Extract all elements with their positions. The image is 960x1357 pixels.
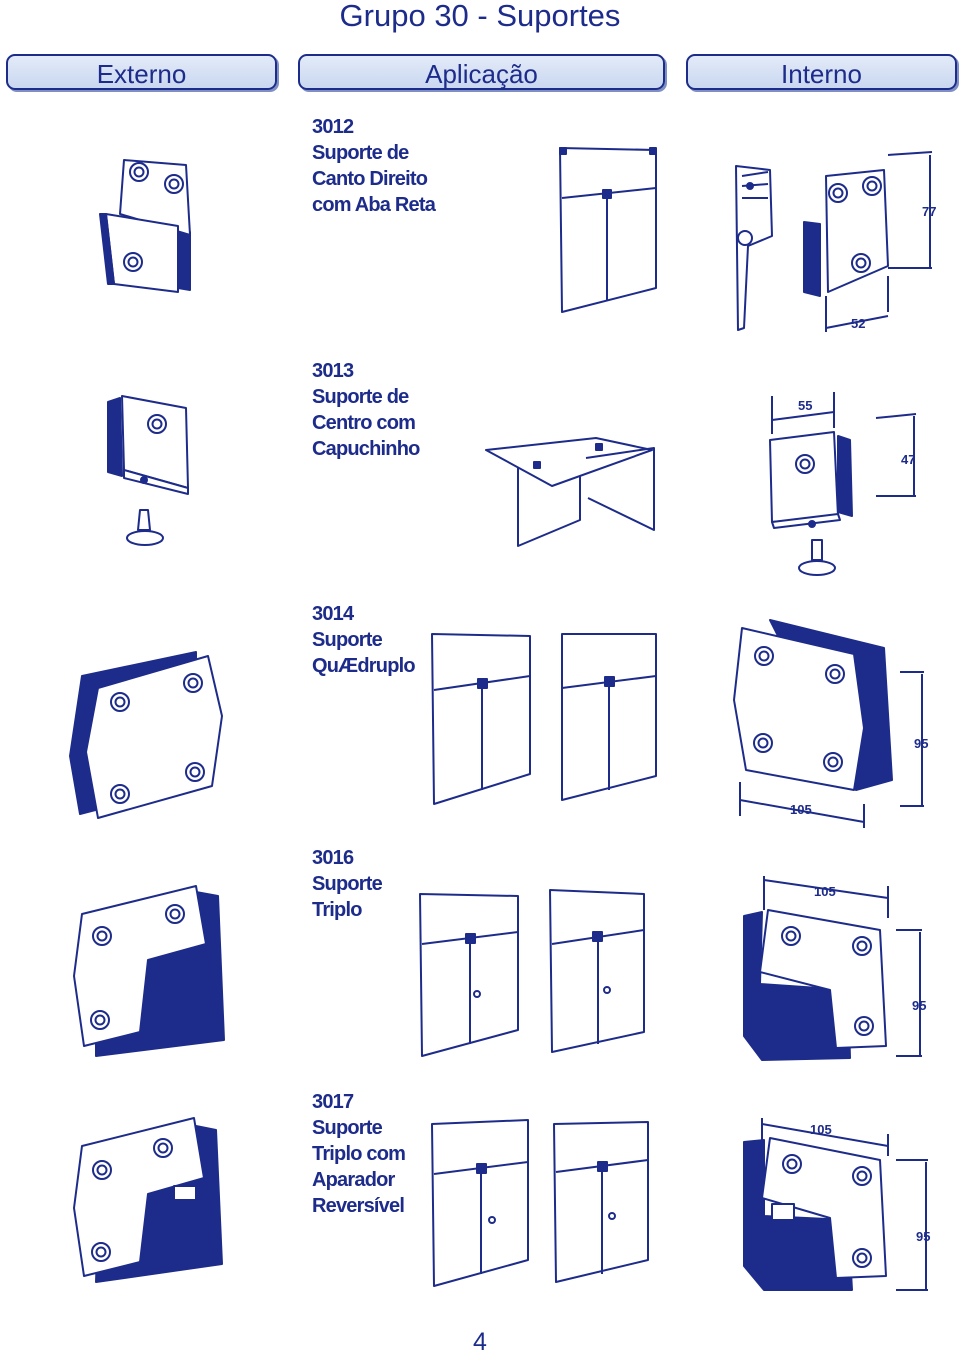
bracket-3017-external-view xyxy=(73,1117,223,1283)
dimension-label: 105 xyxy=(790,802,812,817)
product-name-line: Triplo com xyxy=(312,1143,406,1165)
bracket-3016-external-view xyxy=(73,885,225,1057)
tab-interno[interactable]: Interno xyxy=(686,54,957,90)
product-label-3013: 3013 Suporte de Centro com Capuchinho xyxy=(312,358,420,462)
application-3014-drawing xyxy=(431,633,657,805)
product-label-3016: 3016 Suporte Triplo xyxy=(312,845,383,923)
dimension-label: 77 xyxy=(922,204,936,219)
bracket-3012-external-view xyxy=(99,159,191,293)
product-name-line: Suporte xyxy=(312,629,383,651)
dimension-label: 95 xyxy=(912,998,926,1013)
product-name-line: Aparador xyxy=(312,1169,395,1191)
product-name-line: Centro com xyxy=(312,412,416,434)
product-code: 3012 xyxy=(312,116,354,138)
product-name-line: com Aba Reta xyxy=(312,194,436,216)
product-name-line: QuÆdruplo xyxy=(312,655,416,677)
bracket-3012-internal-view xyxy=(735,151,933,332)
tab-externo[interactable]: Externo xyxy=(6,54,277,90)
dimension-label: 95 xyxy=(914,736,928,751)
dimension-label: 105 xyxy=(814,884,836,899)
dimension-label: 52 xyxy=(851,316,865,331)
page-title: Grupo 30 - Suportes xyxy=(339,0,621,33)
product-name-line: Canto Direito xyxy=(312,168,428,190)
bracket-3014-external-view xyxy=(69,651,223,819)
dimension-label: 47 xyxy=(901,452,915,467)
product-label-3012: 3012 Suporte de Canto Direito com Aba Re… xyxy=(312,114,436,218)
application-3013-drawing xyxy=(485,437,655,547)
page-number: 4 xyxy=(473,1328,487,1356)
product-name-line: Suporte xyxy=(312,873,383,895)
product-name-line: Reversível xyxy=(312,1195,405,1217)
product-label-3017: 3017 Suporte Triplo com Aparador Reversí… xyxy=(312,1089,406,1219)
dimension-label: 105 xyxy=(810,1122,832,1137)
product-label-3014: 3014 Suporte QuÆdruplo xyxy=(312,601,416,679)
product-name-line: Triplo xyxy=(312,899,362,921)
application-3016-drawing xyxy=(419,889,645,1057)
dimension-label: 55 xyxy=(798,398,812,413)
application-3017-drawing xyxy=(431,1119,649,1287)
product-code: 3016 xyxy=(312,847,354,869)
application-3012-drawing xyxy=(559,147,657,313)
tab-aplicacao[interactable]: Aplicação xyxy=(298,54,665,90)
dimension-label: 95 xyxy=(916,1229,930,1244)
bracket-3013-external-view xyxy=(107,395,189,546)
product-code: 3013 xyxy=(312,360,354,382)
bracket-3017-internal-view xyxy=(743,1118,928,1291)
product-name-line: Suporte xyxy=(312,1117,383,1139)
product-code: 3017 xyxy=(312,1091,354,1113)
product-name-line: Suporte de xyxy=(312,142,409,164)
product-code: 3014 xyxy=(312,603,354,625)
bracket-3013-internal-view xyxy=(769,392,917,576)
product-name-line: Capuchinho xyxy=(312,438,420,460)
product-name-line: Suporte de xyxy=(312,386,409,408)
bracket-3014-internal-view xyxy=(733,619,924,828)
bracket-3016-internal-view xyxy=(743,876,922,1061)
